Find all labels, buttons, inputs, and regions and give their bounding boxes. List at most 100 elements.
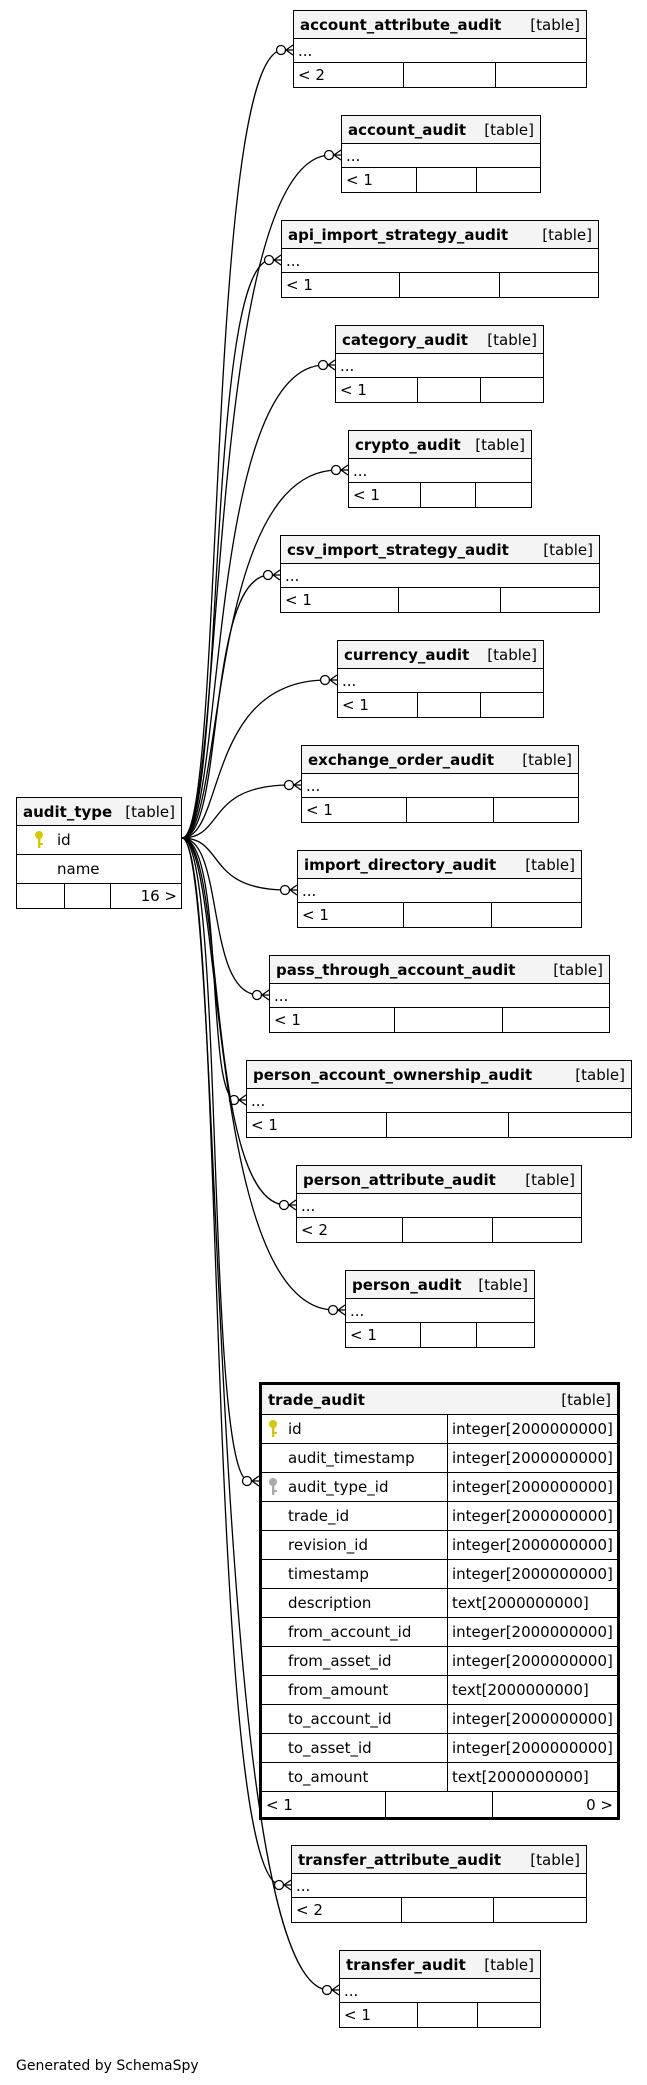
table-name: csv_import_strategy_audit (287, 540, 509, 559)
footer-cell (387, 1113, 509, 1137)
table-type: [table] (525, 1170, 575, 1189)
column-name: description (284, 1589, 448, 1617)
optional-marker (319, 674, 331, 686)
table-type: [table] (487, 330, 537, 349)
table-footer: < 1 (281, 588, 599, 612)
columns-collapsed: ... (270, 984, 609, 1008)
table-name: account_attribute_audit (300, 15, 502, 34)
table-csv_import_strategy_audit[interactable]: csv_import_strategy_audit[table]...< 1 (280, 535, 600, 613)
footer-cell (421, 483, 476, 507)
table-footer: < 1 (336, 378, 543, 402)
column-type: text[2000000000] (452, 1681, 589, 1699)
column-name: from_amount (284, 1676, 448, 1704)
table-name: category_audit (342, 330, 468, 349)
column-type: text[2000000000] (452, 1768, 589, 1786)
table-category_audit[interactable]: category_audit [table]...< 1 (335, 325, 544, 403)
table-header: account_audit[table] (342, 116, 540, 144)
relationship-line (181, 837, 250, 1482)
many-crowfoot-marker (261, 989, 270, 1001)
table-header: audit_type [table] (17, 798, 181, 826)
table-currency_audit[interactable]: currency_audit[table]...< 1 (337, 640, 544, 718)
footer-cell: < 1 (349, 483, 421, 507)
table-import_directory_audit[interactable]: import_directory_audit[table]...< 1 (297, 850, 582, 928)
table-type: [table] (553, 960, 603, 979)
footer-cell (404, 63, 496, 87)
many-crowfoot-marker (293, 779, 302, 791)
table-audit_type[interactable]: audit_type [table] id name 16 > (16, 797, 182, 909)
table-header: import_directory_audit[table] (298, 851, 581, 879)
table-name: person_audit (352, 1275, 462, 1294)
table-api_import_strategy_audit[interactable]: api_import_strategy_audit[table]...< 1 (281, 220, 599, 298)
footer-cell (418, 693, 481, 717)
footer-cell (418, 378, 481, 402)
table-pass_through_account_audit[interactable]: pass_through_account_audit[table]...< 1 (269, 955, 610, 1033)
column-row: name (17, 855, 181, 884)
many-crowfoot-marker (283, 1879, 292, 1891)
footer-cell (503, 1008, 609, 1032)
table-header: category_audit [table] (336, 326, 543, 354)
optional-marker (283, 779, 295, 791)
table-person_account_ownership_audit[interactable]: person_account_ownership_audit[table]...… (246, 1060, 632, 1138)
relationship-line (181, 154, 332, 839)
table-exchange_order_audit[interactable]: exchange_order_audit[table]...< 1 (301, 745, 579, 823)
columns-collapsed: ... (346, 1299, 534, 1323)
columns-collapsed: ... (336, 354, 543, 378)
table-person_attribute_audit[interactable]: person_attribute_audit[table]...< 2 (296, 1165, 582, 1243)
table-footer: < 1 0 > (262, 1792, 617, 1817)
table-footer: < 1 (349, 483, 531, 507)
children-count: 0 > (586, 1795, 613, 1814)
table-transfer_audit[interactable]: transfer_audit[table]...< 1 (339, 1950, 541, 2028)
table-type: [table] (530, 1850, 580, 1869)
table-name: transfer_audit (346, 1955, 466, 1974)
table-header: person_attribute_audit[table] (297, 1166, 581, 1194)
footer-cell (496, 63, 586, 87)
footer-cell (386, 1792, 493, 1817)
table-type: [table] (475, 435, 525, 454)
table-footer: < 1 (342, 168, 540, 192)
table-footer: 16 > (17, 884, 181, 908)
footer-cell: < 1 (281, 588, 399, 612)
table-type: [table] (543, 540, 593, 559)
footer-cell: < 1 (342, 168, 417, 192)
table-crypto_audit[interactable]: crypto_audit[table]...< 1 (348, 430, 532, 508)
column-type: integer[2000000000] (452, 1507, 613, 1525)
footer-cell (477, 168, 540, 192)
footer-cell (492, 903, 581, 927)
table-type: [table] (542, 225, 592, 244)
table-type: [table] (561, 1390, 611, 1409)
table-transfer_attribute_audit[interactable]: transfer_attribute_audit[table]...< 2 (291, 1845, 587, 1923)
footer-cell: < 1 (340, 2003, 418, 2027)
table-footer: < 1 (302, 798, 578, 822)
table-type: [table] (125, 802, 175, 821)
table-name: transfer_attribute_audit (298, 1850, 502, 1869)
table-name: trade_audit (268, 1390, 365, 1409)
table-name: pass_through_account_audit (276, 960, 516, 979)
table-type: [table] (484, 120, 534, 139)
table-type: [table] (487, 645, 537, 664)
column-row: id (17, 826, 181, 855)
primary-key-icon (269, 1420, 277, 1437)
table-header: currency_audit[table] (338, 641, 543, 669)
table-header: api_import_strategy_audit[table] (282, 221, 598, 249)
many-crowfoot-marker (288, 1199, 297, 1211)
table-account_audit[interactable]: account_audit[table]...< 1 (341, 115, 541, 193)
many-crowfoot-marker (327, 359, 336, 371)
footer-cell (494, 798, 578, 822)
column-type: integer[2000000000] (452, 1565, 613, 1583)
column-name: revision_id (284, 1531, 448, 1559)
footer-cell (417, 168, 477, 192)
optional-marker (263, 254, 275, 266)
table-name: import_directory_audit (304, 855, 497, 874)
footer-cell: < 2 (297, 1218, 403, 1242)
optional-marker (278, 1199, 290, 1211)
table-account_attribute_audit[interactable]: account_attribute_audit[table]...< 2 (293, 10, 587, 88)
columns-collapsed: ... (342, 144, 540, 168)
table-name: audit_type (23, 802, 113, 821)
many-crowfoot-marker (289, 884, 298, 896)
table-person_audit[interactable]: person_audit[table]...< 1 (345, 1270, 535, 1348)
table-header: crypto_audit[table] (349, 431, 531, 459)
relationship-line (181, 837, 287, 1206)
